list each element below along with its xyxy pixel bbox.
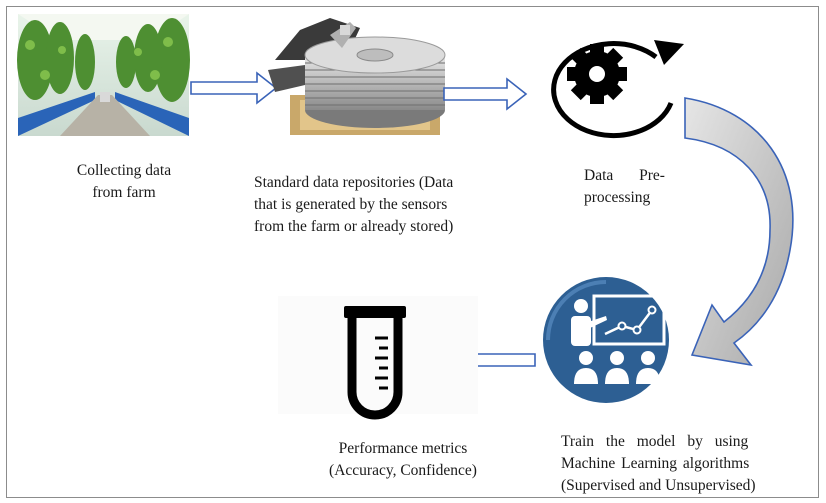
caption-line: that is generated by the sensors (254, 196, 448, 213)
greenhouse-farm-photo (17, 14, 190, 136)
caption-line: Performance metrics (338, 440, 468, 457)
caption-line: Collecting data (76, 162, 172, 179)
caption-line: processing (584, 189, 651, 206)
caption-line: (Supervised and Unsupervised) (561, 477, 756, 494)
caption-data-preprocessing: Data Pre- processing (584, 165, 704, 209)
caption-collecting-data: Collecting data from farm (44, 160, 204, 204)
caption-line: (Accuracy, Confidence) (329, 462, 477, 479)
caption-line: Train the model by using (561, 433, 749, 450)
diagram-frame (6, 6, 819, 498)
arrow-repo-to-preprocessing (443, 77, 528, 111)
caption-line: from the farm or already stored) (254, 218, 454, 235)
curved-arrow-to-train (684, 97, 794, 367)
caption-train-model: Train the model by using Machine Learnin… (561, 431, 819, 497)
caption-performance-metrics: Performance metrics (Accuracy, Confidenc… (298, 438, 508, 482)
test-tube-icon (278, 296, 478, 420)
caption-line: Standard data repositories (Data (254, 174, 454, 191)
hard-drive-photo (268, 18, 446, 135)
caption-line: Data Pre- (584, 167, 665, 184)
arrow-farm-to-repo (190, 71, 278, 105)
gear-refresh-icon (551, 40, 684, 139)
teacher-presentation-icon (543, 277, 669, 403)
caption-line: from farm (92, 184, 156, 201)
caption-standard-repositories: Standard data repositories (Data that is… (254, 172, 516, 238)
caption-line: Machine Learning algorithms (561, 455, 750, 472)
